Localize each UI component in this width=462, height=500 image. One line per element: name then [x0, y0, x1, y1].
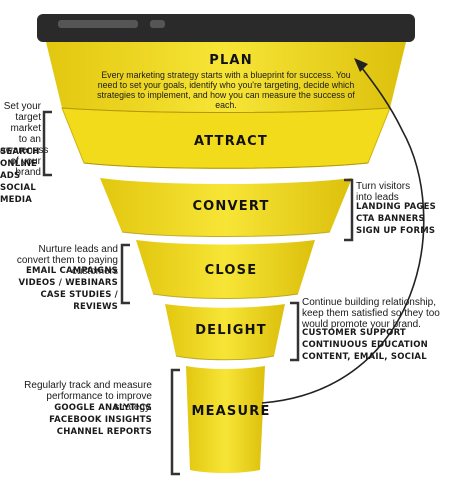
brackets	[42, 110, 354, 476]
list-item: CONTINUOUS EDUCATION	[302, 340, 428, 350]
bracket-delight	[290, 301, 300, 362]
stage-title-plan: PLAN	[209, 53, 253, 68]
list-item: VIDEOS / WEBINARS	[18, 278, 118, 288]
bracket-convert	[344, 178, 354, 242]
plan-description: Every marketing strategy starts with a b…	[97, 70, 355, 110]
list-item: CUSTOMER SUPPORT	[302, 328, 406, 338]
list-item: CASE STUDIES / REVIEWS	[40, 290, 118, 312]
list-item: SEARCH	[0, 147, 40, 157]
funnel-layer-close	[136, 240, 315, 299]
note-delight-text: Continue building relationship, keep the…	[302, 297, 440, 330]
note-delight-items: CUSTOMER SUPPORT CONTINUOUS EDUCATION CO…	[302, 327, 442, 363]
bracket-measure	[170, 368, 180, 476]
note-convert-items: LANDING PAGES CTA BANNERS SIGN UP FORMS	[356, 201, 456, 237]
note-close-items: EMAIL CAMPAIGNS VIDEOS / WEBINARS CASE S…	[0, 265, 118, 313]
funnel-layer-measure	[186, 366, 265, 473]
list-item: SIGN UP FORMS	[356, 226, 436, 236]
list-item: CONTENT, EMAIL, SOCIAL	[302, 352, 427, 362]
note-attract-text: Set your target market to an awareness o…	[0, 101, 49, 178]
stage-title-close: CLOSE	[204, 263, 258, 278]
list-item: GOOGLE ANALYTICS	[54, 403, 152, 413]
note-attract-items: SEARCH ONLINE ADS SOCIAL MEDIA	[0, 146, 60, 206]
stage-title-attract: ATTRACT	[194, 134, 268, 149]
list-item: SOCIAL MEDIA	[0, 183, 36, 205]
list-item: CHANNEL REPORTS	[56, 427, 152, 437]
list-item: CTA BANNERS	[356, 214, 425, 224]
note-measure-items: GOOGLE ANALYTICS FACEBOOK INSIGHTS CHANN…	[34, 402, 152, 438]
note-close-text: Nurture leads and convert them to paying…	[16, 244, 118, 277]
note-measure-text: Regularly track and measure performance …	[24, 380, 152, 413]
funnel-layer-convert	[100, 178, 352, 237]
funnel-layer-plan	[46, 42, 406, 113]
bracket-attract	[42, 110, 52, 177]
note-convert-text: Turn visitors into leads	[356, 181, 411, 203]
stage-title-delight: DELIGHT	[195, 323, 267, 338]
device-bar	[37, 14, 415, 42]
list-item: LANDING PAGES	[356, 202, 436, 212]
funnel-layer-delight	[165, 304, 285, 360]
stage-title-measure: MEASURE	[191, 404, 271, 419]
feedback-arrow	[261, 67, 425, 404]
list-item: EMAIL CAMPAIGNS	[25, 266, 118, 276]
arrow-head	[354, 58, 368, 72]
bracket-close	[120, 243, 130, 305]
list-item: FACEBOOK INSIGHTS	[49, 415, 152, 425]
list-item: ONLINE ADS	[0, 159, 38, 181]
stage-title-convert: CONVERT	[192, 199, 270, 214]
